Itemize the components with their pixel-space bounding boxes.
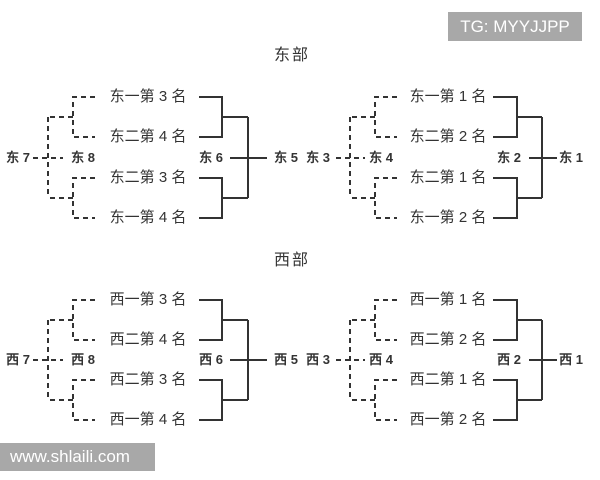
east-right-dashed-lines (336, 96, 397, 219)
team-slot: 西一第 4 名 (109, 411, 187, 428)
team-slot: 西一第 1 名 (409, 291, 487, 308)
team-slot: 东二第 4 名 (109, 128, 187, 145)
team-slot: 东一第 4 名 (109, 209, 187, 226)
team-slot: 西二第 1 名 (409, 371, 487, 388)
team-slot: 东一第 3 名 (109, 88, 187, 105)
east-section-title: 东部 (273, 47, 310, 64)
west-game4-label: 西 4 (369, 352, 393, 367)
team-slot: 东二第 3 名 (109, 169, 187, 186)
east-game2-label: 东 2 (497, 150, 521, 165)
east-game3-label: 东 3 (306, 150, 330, 165)
team-slot: 东一第 1 名 (409, 88, 487, 105)
west-left-solid-lines (199, 299, 267, 421)
east-left-dashed-lines (33, 96, 95, 219)
team-slot: 西一第 2 名 (409, 411, 487, 428)
team-slot: 东二第 1 名 (409, 169, 487, 186)
west-left-dashed-lines (33, 299, 95, 421)
east-game5-label: 东 5 (274, 150, 298, 165)
tg-watermark-badge: TG: MYYJJPP (448, 12, 582, 41)
west-section-title: 西部 (273, 252, 310, 269)
site-watermark: www.shlaili.com (0, 443, 155, 471)
west-game7-label: 西 7 (6, 352, 30, 367)
east-game8-label: 东 8 (71, 150, 95, 165)
west-game5-label: 西 5 (274, 352, 298, 367)
east-game1-label: 东 1 (559, 150, 583, 165)
east-game7-label: 东 7 (6, 150, 30, 165)
team-slot: 西一第 3 名 (109, 291, 187, 308)
west-game1-label: 西 1 (559, 352, 583, 367)
east-game4-label: 东 4 (369, 150, 393, 165)
team-slot: 东一第 2 名 (409, 209, 487, 226)
east-left-solid-lines (199, 96, 267, 219)
team-slot: 西二第 4 名 (109, 331, 187, 348)
west-right-dashed-lines (336, 299, 397, 421)
west-game3-label: 西 3 (306, 352, 330, 367)
team-slot: 西二第 2 名 (409, 331, 487, 348)
east-game6-label: 东 6 (199, 150, 223, 165)
east-right-solid-lines (493, 96, 557, 219)
west-right-solid-lines (493, 299, 557, 421)
west-game8-label: 西 8 (71, 352, 95, 367)
west-game2-label: 西 2 (497, 352, 521, 367)
team-slot: 西二第 3 名 (109, 371, 187, 388)
west-game6-label: 西 6 (199, 352, 223, 367)
team-slot: 东二第 2 名 (409, 128, 487, 145)
